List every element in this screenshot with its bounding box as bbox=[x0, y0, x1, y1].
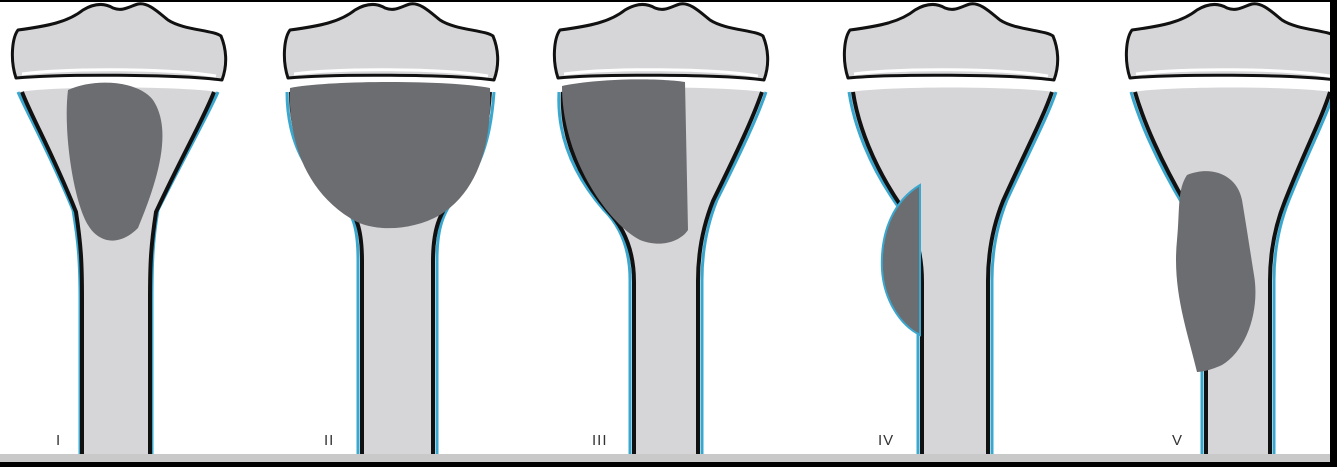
panel-label-4: IV bbox=[878, 432, 894, 449]
bottom-border bbox=[0, 454, 1337, 462]
panel-1 bbox=[12, 4, 225, 462]
panel-5 bbox=[1126, 4, 1337, 462]
panel-label-3: III bbox=[592, 432, 608, 449]
panel-2 bbox=[284, 4, 497, 462]
panel-label-5: V bbox=[1172, 432, 1183, 449]
lesion bbox=[562, 79, 688, 243]
panel-4 bbox=[844, 4, 1057, 462]
lesion bbox=[290, 82, 490, 228]
top-border bbox=[0, 0, 1337, 2]
panel-3 bbox=[554, 4, 767, 462]
panel-label-2: II bbox=[324, 432, 334, 449]
right-border bbox=[1330, 0, 1337, 462]
lesion bbox=[882, 185, 920, 335]
panel-label-1: I bbox=[56, 432, 61, 449]
